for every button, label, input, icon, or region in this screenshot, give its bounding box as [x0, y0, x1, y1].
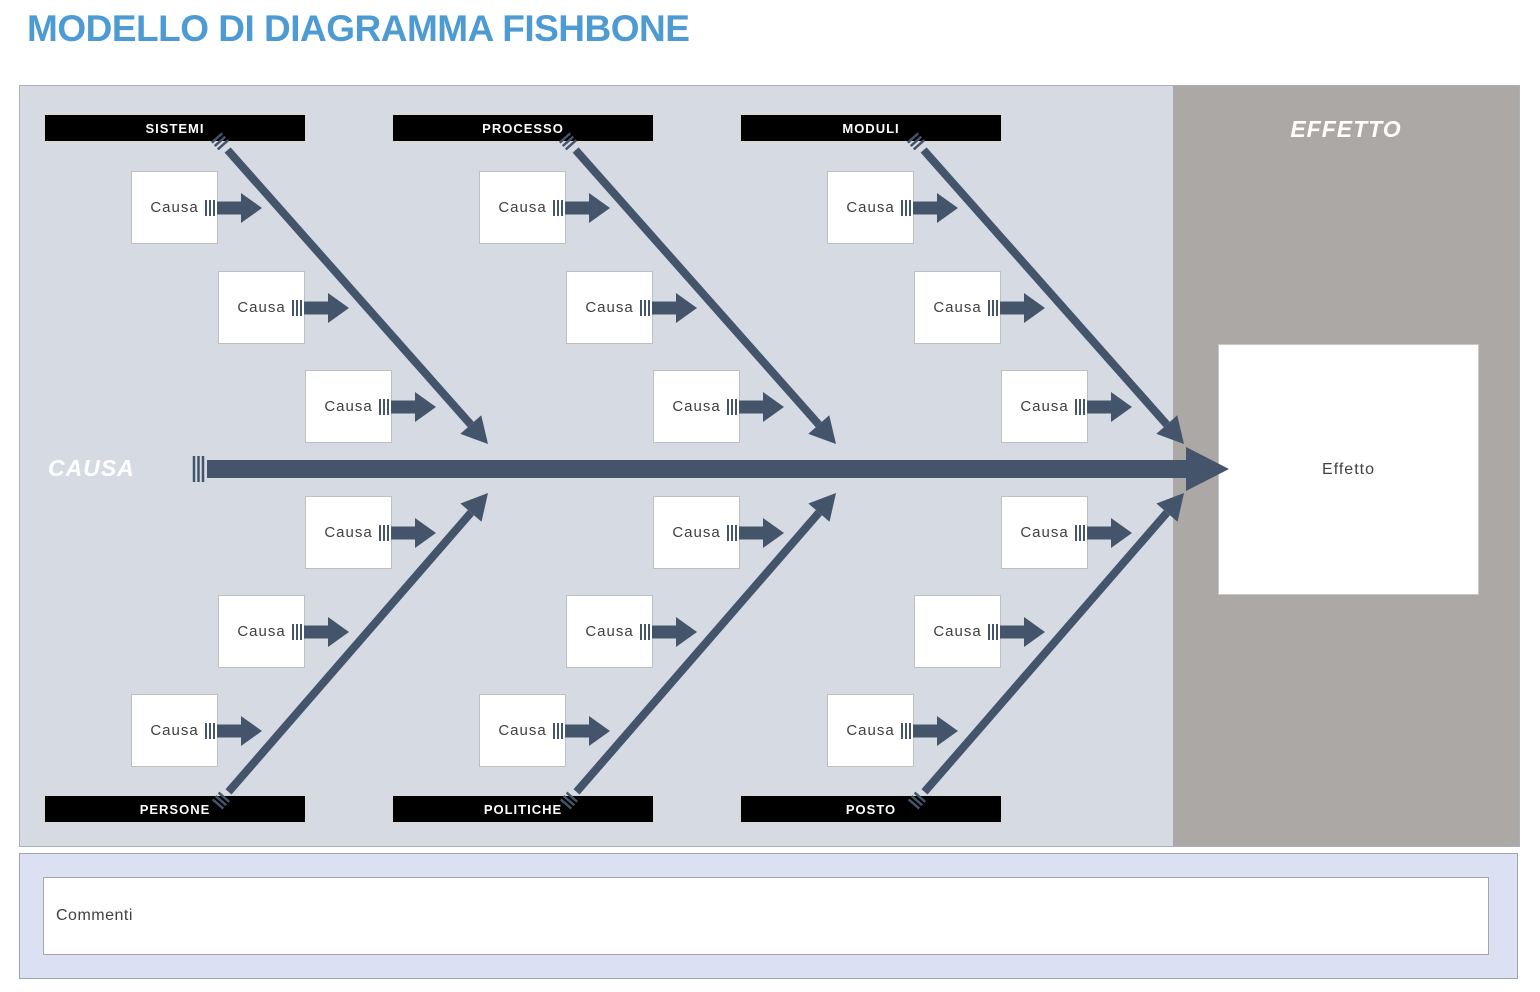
cause-box[interactable]: Causa: [218, 595, 305, 668]
effect-side-label: EFFETTO: [1290, 116, 1402, 142]
cause-box[interactable]: Causa: [131, 171, 218, 244]
cause-box[interactable]: Causa: [566, 595, 653, 668]
cause-box[interactable]: Causa: [653, 370, 740, 443]
cause-side-label: CAUSA: [48, 455, 135, 481]
page-title: MODELLO DI DIAGRAMMA FISHBONE: [27, 8, 690, 49]
cause-box[interactable]: Causa: [827, 694, 914, 767]
cause-box[interactable]: Causa: [218, 271, 305, 344]
cause-box[interactable]: Causa: [131, 694, 218, 767]
fishbone-diagram: CAUSA EFFETTO SISTEMI PROCESSO MODULI PE…: [19, 85, 1520, 847]
category-header-posto[interactable]: POSTO: [739, 794, 1003, 824]
category-header-moduli[interactable]: MODULI: [739, 113, 1003, 143]
comments-section: Commenti: [19, 853, 1518, 979]
comments-label: Commenti: [56, 907, 133, 924]
cause-box[interactable]: Causa: [305, 370, 392, 443]
cause-box[interactable]: Causa: [1001, 370, 1088, 443]
spine-arrow: [192, 447, 1229, 491]
cause-box[interactable]: Causa: [827, 171, 914, 244]
category-header-processo[interactable]: PROCESSO: [391, 113, 655, 143]
cause-box[interactable]: Causa: [653, 496, 740, 569]
effect-box[interactable]: Effetto: [1218, 344, 1479, 595]
cause-box[interactable]: Causa: [914, 595, 1001, 668]
comments-input[interactable]: Commenti: [43, 877, 1489, 955]
cause-box[interactable]: Causa: [1001, 496, 1088, 569]
cause-box[interactable]: Causa: [305, 496, 392, 569]
category-header-sistemi[interactable]: SISTEMI: [43, 113, 307, 143]
cause-box[interactable]: Causa: [566, 271, 653, 344]
cause-box[interactable]: Causa: [914, 271, 1001, 344]
cause-box[interactable]: Causa: [479, 171, 566, 244]
category-header-politiche[interactable]: POLITICHE: [391, 794, 655, 824]
cause-box[interactable]: Causa: [479, 694, 566, 767]
category-header-persone[interactable]: PERSONE: [43, 794, 307, 824]
